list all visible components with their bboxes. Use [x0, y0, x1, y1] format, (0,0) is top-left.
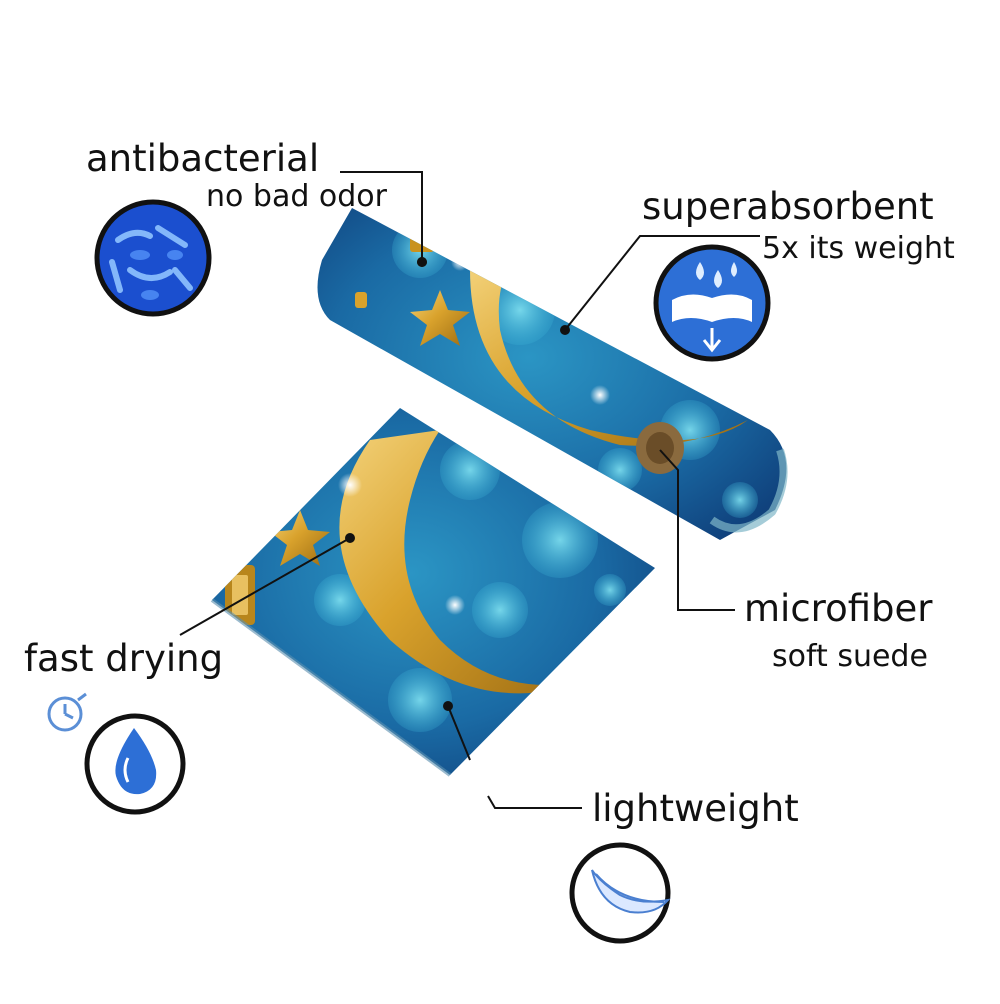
fast-drying-title: fast drying [24, 637, 224, 680]
antibacterial-title: antibacterial [86, 137, 320, 180]
microfiber-leader [659, 449, 735, 611]
superabsorbent-title: superabsorbent [642, 185, 934, 228]
superabsorbent-dot [560, 325, 570, 335]
timer-icon [47, 692, 87, 732]
antibacterial-dot [417, 257, 427, 267]
lightweight-leader-2 [487, 795, 582, 809]
lightweight-dot [443, 701, 453, 711]
antibacterial-leader [340, 171, 423, 262]
bacteria-icon [94, 199, 212, 317]
lightweight-leader [447, 705, 471, 761]
fast-drying-dot [345, 533, 355, 543]
microfiber-subtitle: soft suede [772, 639, 928, 674]
feather-icon [569, 842, 671, 944]
antibacterial-subtitle: no bad odor [206, 179, 387, 214]
lightweight-title: lightweight [592, 787, 799, 830]
water-absorb-icon [653, 244, 771, 362]
fast-drying-leader [179, 537, 351, 636]
superabsorbent-subtitle: 5x its weight [762, 231, 955, 266]
water-drop-timer-icon [84, 713, 186, 815]
folded-towel [210, 408, 655, 777]
leader-lines [179, 171, 760, 809]
microfiber-title: microfiber [744, 587, 933, 630]
superabsorbent-leader [564, 235, 760, 331]
